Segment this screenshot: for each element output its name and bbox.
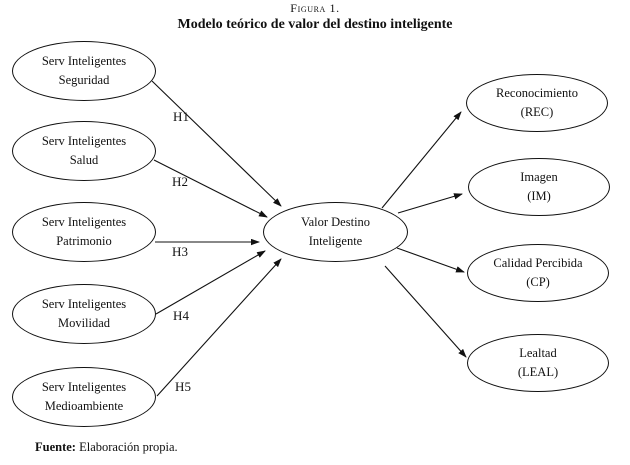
node-label-line2: Seguridad xyxy=(58,73,110,87)
hypothesis-label-h3: H3 xyxy=(172,244,188,259)
node-label-line2: Movilidad xyxy=(57,316,111,330)
node-label-line2: Patrimonio xyxy=(56,234,112,248)
node-serv-inteligentes-seguridad: Serv Inteligentes Seguridad xyxy=(12,41,156,101)
node-label-line1: Imagen xyxy=(520,170,558,184)
arrow-h2-salud-to-valor xyxy=(153,159,268,218)
arrow-valor-to-lealtad xyxy=(384,265,467,358)
node-label-line2: Medioambiente xyxy=(44,399,124,413)
hypothesis-label-h4: H4 xyxy=(173,308,189,323)
node-reconocimiento-rec: Reconocimiento (REC) xyxy=(466,74,608,132)
hypothesis-label-h1: H1 xyxy=(173,109,189,124)
node-label-line2: Inteligente xyxy=(308,234,363,248)
node-serv-inteligentes-salud: Serv Inteligentes Salud xyxy=(12,121,156,181)
node-label-line1: Serv Inteligentes xyxy=(41,215,127,229)
source-text: Elaboración propia. xyxy=(75,440,178,454)
node-calidad-percibida-cp: Calidad Percibida (CP) xyxy=(467,244,609,302)
node-serv-inteligentes-medioambiente: Serv Inteligentes Medioambiente xyxy=(12,367,156,427)
node-label-line1: Lealtad xyxy=(519,346,557,360)
hypothesis-label-h5: H5 xyxy=(175,379,191,394)
node-label-line2: (IM) xyxy=(527,189,551,203)
node-label-line1: Calidad Percibida xyxy=(493,256,583,270)
node-label-line1: Serv Inteligentes xyxy=(41,297,127,311)
source-label: Fuente: xyxy=(35,440,76,454)
node-label-line2: (LEAL) xyxy=(517,365,559,379)
arrow-valor-to-imagen xyxy=(397,193,463,214)
hypothesis-label-h2: H2 xyxy=(172,174,188,189)
node-label-line2: (REC) xyxy=(520,105,554,119)
arrow-h5-medioambiente-to-valor xyxy=(156,258,282,397)
node-serv-inteligentes-patrimonio: Serv Inteligentes Patrimonio xyxy=(12,202,156,262)
figure-heading: Figura 1. Modelo teórico de valor del de… xyxy=(0,1,630,33)
node-label-line1: Serv Inteligentes xyxy=(41,54,127,68)
node-label-line2: (CP) xyxy=(526,275,550,289)
node-imagen-im: Imagen (IM) xyxy=(468,158,610,216)
arrow-valor-to-calidad xyxy=(396,247,465,273)
node-valor-destino-inteligente: Valor Destino Inteligente xyxy=(263,202,408,262)
node-lealtad-leal: Lealtad (LEAL) xyxy=(467,334,609,392)
node-label-line1: Reconocimiento xyxy=(496,86,578,100)
figure-title: Modelo teórico de valor del destino inte… xyxy=(177,16,453,32)
arrow-h1-seguridad-to-valor xyxy=(151,80,282,207)
node-serv-inteligentes-movilidad: Serv Inteligentes Movilidad xyxy=(12,284,156,344)
arrow-h4-movilidad-to-valor xyxy=(155,250,266,315)
figure-label: Figura 1. xyxy=(290,1,340,15)
source-note: Fuente: Elaboración propia. xyxy=(35,440,178,455)
node-label-line1: Serv Inteligentes xyxy=(41,380,127,394)
arrow-valor-to-reconocimiento xyxy=(381,111,462,209)
node-label-line1: Valor Destino xyxy=(300,215,371,229)
node-label-line1: Serv Inteligentes xyxy=(41,134,127,148)
node-label-line2: Salud xyxy=(69,153,99,167)
